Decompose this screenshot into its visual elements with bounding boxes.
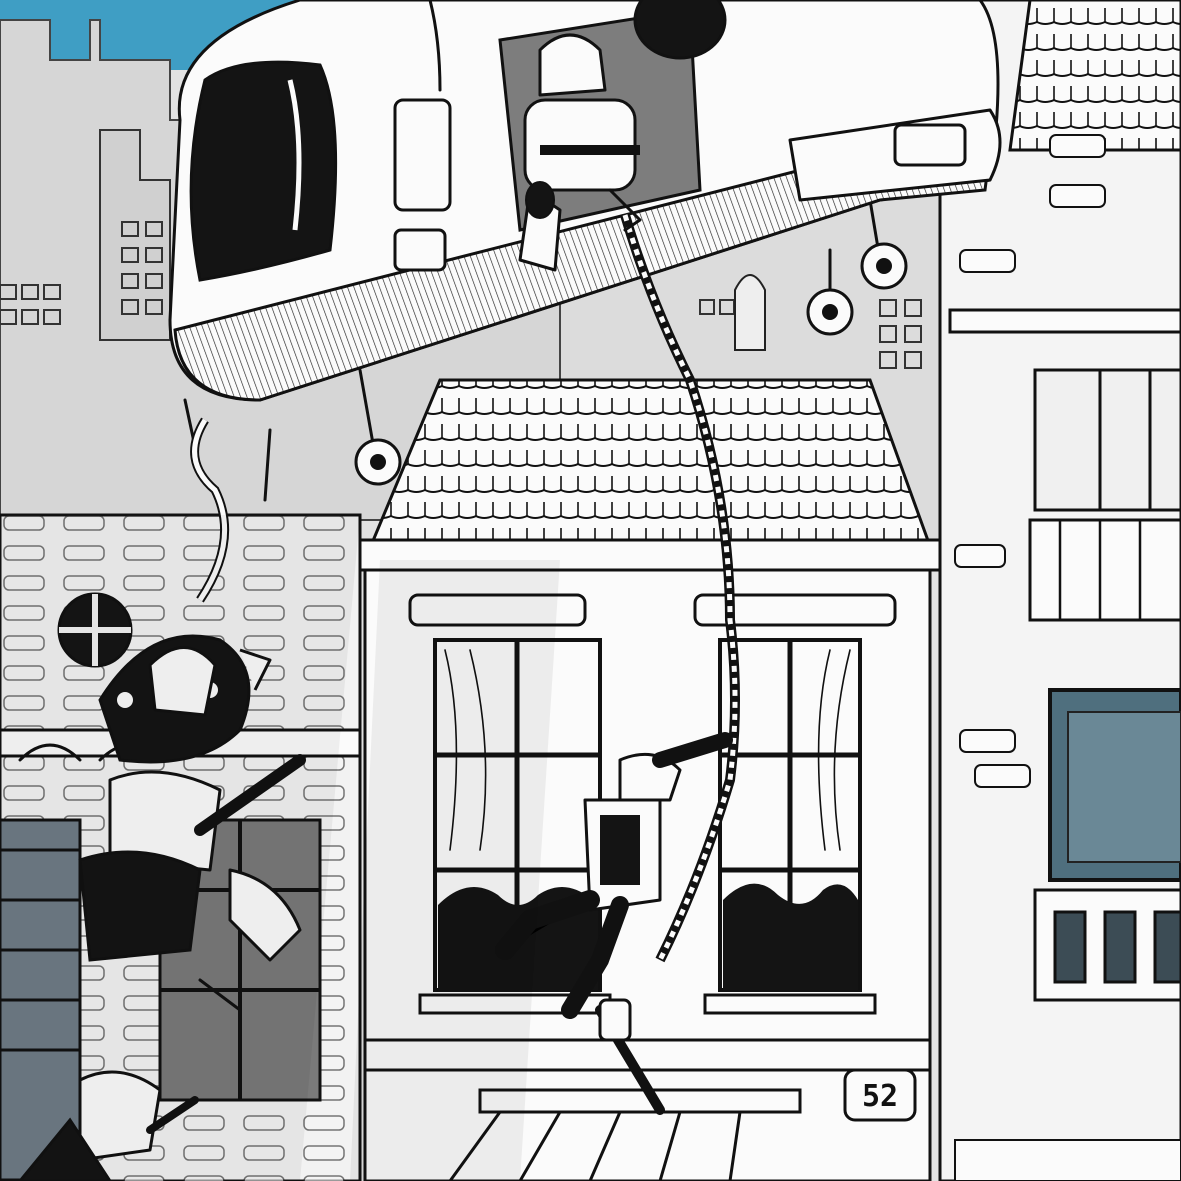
house-number-plaque [843,1068,917,1122]
soldier-on-rope [495,732,733,1115]
right-building [938,0,1181,1181]
helicopter [168,0,1002,502]
shadow [350,560,560,1181]
superhero-group [18,634,306,1181]
soldier-in-helicopter [518,33,642,272]
central-house: 52 [358,378,942,1181]
house-number: 52 [862,1079,898,1114]
